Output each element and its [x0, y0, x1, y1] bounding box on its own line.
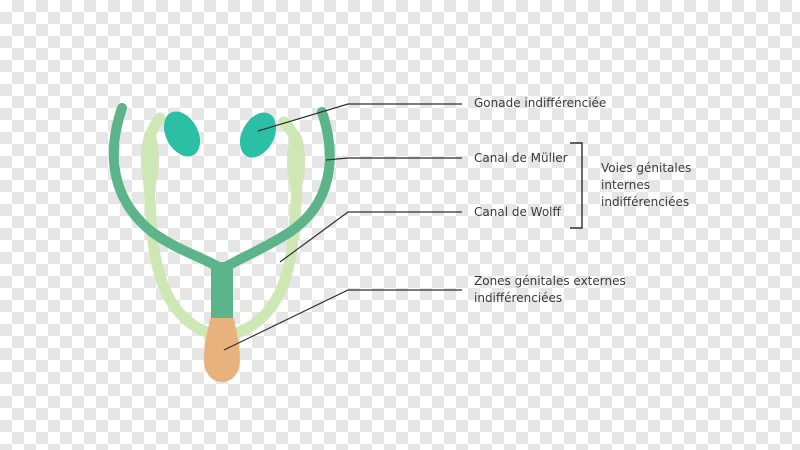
- label-zones-line-1: Zones génitales externes: [474, 274, 626, 288]
- external-genital-zone: [204, 318, 240, 382]
- label-voies-line-1: Voies génitales: [601, 161, 692, 175]
- gonad-left: [163, 111, 201, 157]
- fused-duct: [211, 262, 233, 324]
- label-voies-genitales: Voies génitales internes indifférenciées: [601, 160, 691, 211]
- label-zones-line-2: indifférenciées: [474, 291, 563, 305]
- leader-muller: [325, 157, 462, 161]
- leader-zones: [223, 289, 462, 351]
- gonad-right: [239, 112, 277, 158]
- mesonephros-left: [141, 128, 159, 192]
- label-gonade: Gonade indifférenciée: [474, 96, 607, 110]
- muller-duct-left: [108, 103, 225, 273]
- label-voies-line-3: indifférenciées: [601, 195, 690, 209]
- muller-duct-right: [219, 107, 335, 273]
- leader-wolff: [279, 211, 462, 263]
- label-zones-genitales: Zones génitales externes indifférenciées: [474, 273, 626, 307]
- label-canal-wolff: Canal de Wolff: [474, 205, 561, 219]
- leader-gonade: [257, 103, 462, 132]
- bracket-voies: [570, 142, 583, 229]
- label-canal-muller: Canal de Müller: [474, 151, 568, 165]
- label-voies-line-2: internes: [601, 178, 650, 192]
- mesonephros-right: [287, 130, 305, 194]
